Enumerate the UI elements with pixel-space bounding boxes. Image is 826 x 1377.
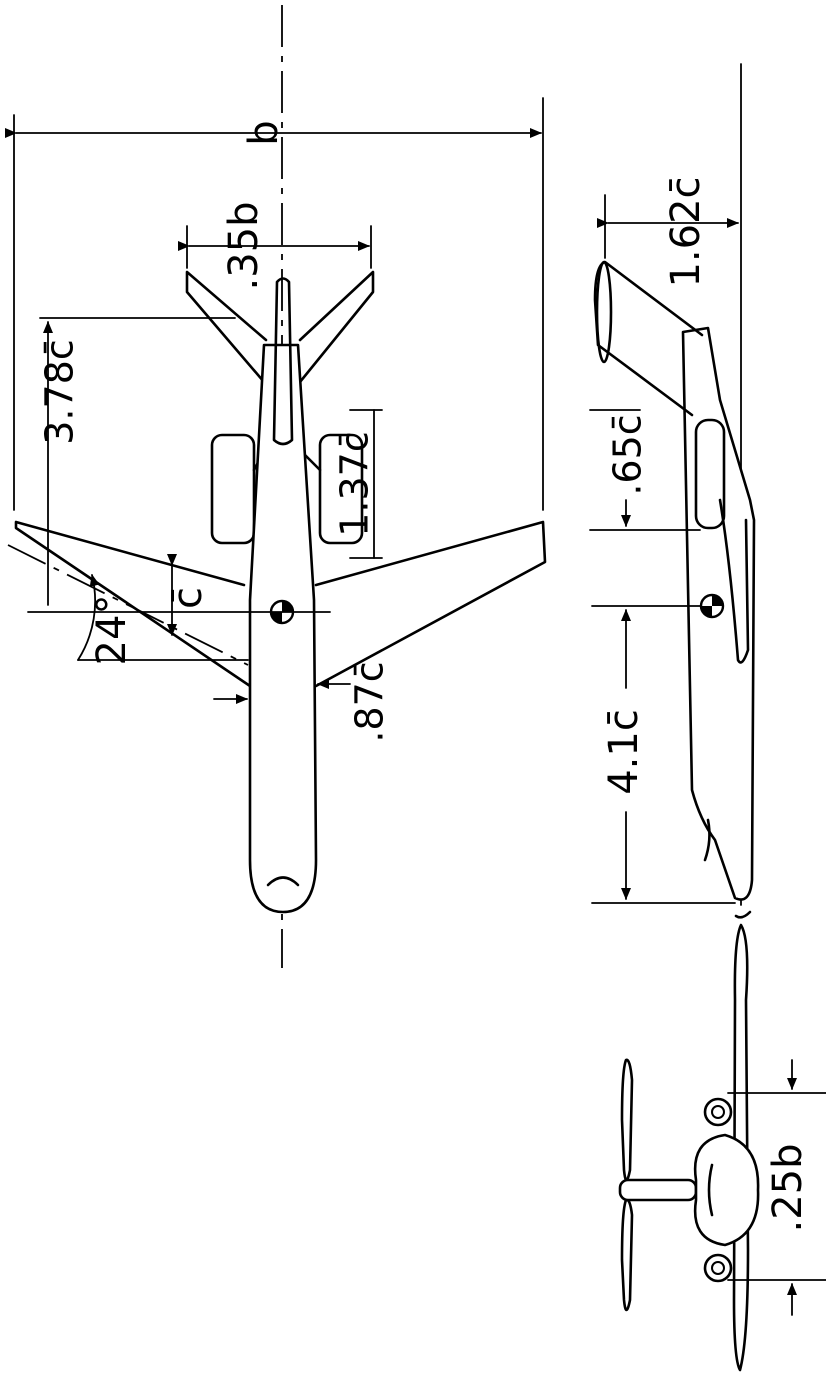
fin-height-label: 1.62c̄ [663, 176, 709, 287]
nacelle-left [210, 433, 256, 545]
mac-label: c̄ [165, 587, 211, 609]
side-view: 1.62c̄ .65c̄ 4.1c̄ [589, 63, 756, 906]
engine-spacing-label: .25b [765, 1143, 811, 1232]
nose-to-cg-label: 4.1c̄ [601, 709, 647, 795]
sweep-arc [77, 574, 100, 661]
cockpit-side [703, 818, 711, 862]
tail-arm-label: 3.78c̄ [38, 339, 82, 445]
sweep-label: 24° [89, 595, 135, 666]
nacelle-side [694, 418, 726, 530]
wing-right [314, 520, 547, 688]
front-engine-left [703, 1097, 733, 1127]
front-horizontal-tail-lower [620, 1198, 634, 1312]
front-engine-right [703, 1253, 733, 1283]
tail-right [298, 270, 375, 384]
fin-plan [272, 277, 294, 446]
windshield-plan [266, 876, 300, 887]
plan-view: b .35b 3.78c̄ 1.37c̄ c̄ 24° .87c̄ [5, 5, 547, 968]
front-horizontal-tail [620, 1058, 634, 1182]
wing-side [718, 498, 750, 664]
front-view: .25b [618, 910, 826, 1372]
cg-symbol-side [699, 593, 725, 619]
nacelle-len-label: .65c̄ [606, 414, 650, 495]
nacelle-right [318, 433, 364, 545]
quarter-chord-line [7, 544, 249, 666]
span-label: b [241, 120, 287, 145]
front-windshield [707, 1163, 714, 1217]
fin-tip-horizontal-tail [595, 260, 613, 364]
front-fin [618, 1178, 698, 1202]
fuselage-plan [248, 343, 318, 914]
tail-left [185, 270, 268, 384]
root-offset-label: .87c̄ [348, 661, 392, 742]
front-wing-tip [734, 910, 752, 919]
front-fuselage [693, 1133, 760, 1247]
tail-span-label: .35b [221, 201, 267, 290]
nacelle-pos-label: 1.37c̄ [333, 431, 377, 537]
